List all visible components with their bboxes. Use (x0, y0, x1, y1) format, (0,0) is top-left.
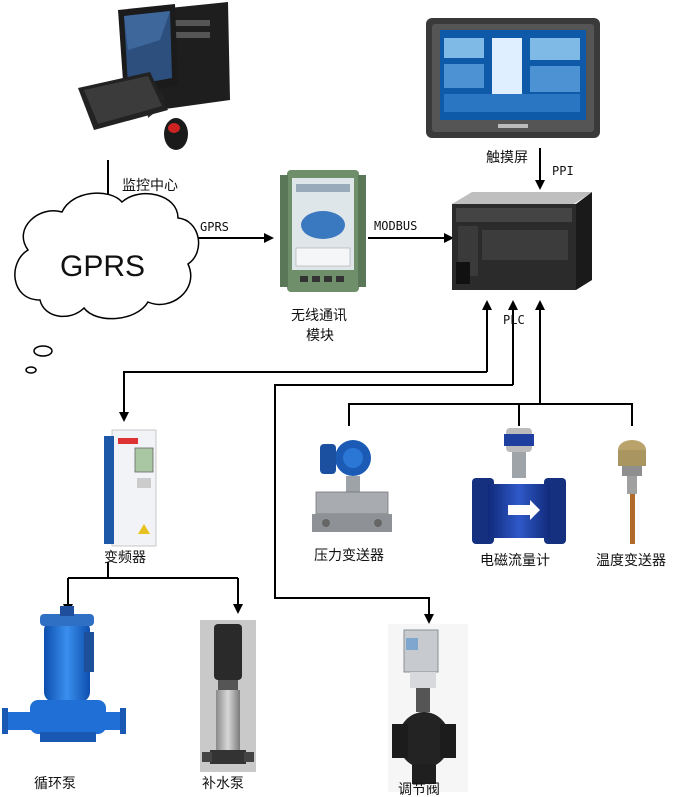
label-inverter: 变频器 (104, 550, 146, 566)
touch-screen-icon (426, 18, 600, 138)
temperature-transmitter-icon (618, 440, 646, 544)
arrow-plc-to-valve (274, 384, 513, 624)
plc-icon (452, 192, 592, 290)
makeup-pump-icon (200, 620, 256, 772)
label-ppi-link: PPI (552, 164, 574, 178)
label-plc: PLC (503, 313, 525, 327)
label-monitor-center: 监控中心 (122, 178, 178, 194)
sensor-bus-top (348, 403, 633, 426)
label-makeup-pump: 补水泵 (202, 776, 244, 792)
gprs-cloud-icon (14, 192, 200, 374)
label-modbus-link: MODBUS (374, 219, 417, 233)
pressure-transmitter-icon (312, 440, 392, 532)
flow-meter-icon (472, 428, 566, 544)
wireless-module-icon (280, 170, 366, 292)
circulation-pump-icon (2, 606, 126, 742)
arrow-plc-to-inverter (119, 371, 487, 422)
inverter-icon (104, 429, 157, 547)
label-pressure-transmitter: 压力变送器 (314, 548, 384, 564)
label-gprs-cloud: GPRS (60, 250, 145, 283)
label-circulation-pump: 循环泵 (34, 776, 76, 792)
control-valve-icon (388, 624, 468, 792)
connection-lines (63, 148, 633, 624)
label-control-valve: 调节阀 (398, 782, 440, 797)
label-wireless-module-line2: 模块 (306, 328, 334, 344)
label-wireless-module-line1: 无线通讯 (291, 308, 347, 324)
computer-icon (78, 2, 230, 150)
label-touch-screen: 触摸屏 (486, 150, 528, 166)
label-flow-meter: 电磁流量计 (480, 553, 550, 569)
label-temperature-transmitter: 温度变送器 (596, 553, 666, 569)
label-gprs-link: GPRS (200, 220, 229, 234)
